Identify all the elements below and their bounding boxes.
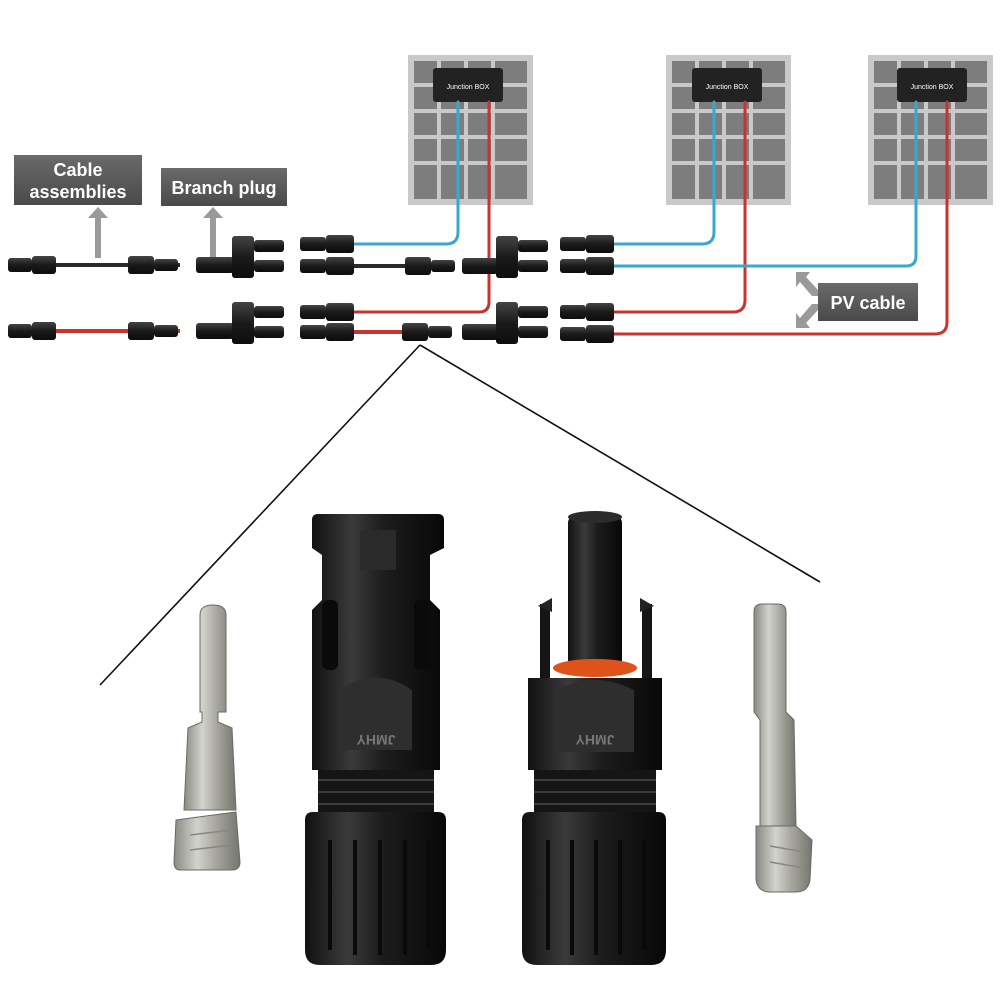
y-branch-connector-icon [462, 236, 548, 278]
y-branch-connector-icon [196, 236, 284, 278]
up-arrow-icon [203, 207, 223, 260]
negative-cable-panel-3 [610, 100, 918, 268]
mc4-connector-icon [300, 257, 354, 275]
mc4-connector-icon [560, 325, 614, 343]
y-branch-connector-icon [196, 302, 284, 344]
mc4-connector-icon [128, 322, 178, 340]
junction-box-label: Junction BOX [447, 84, 490, 91]
cable-assembly-red [8, 322, 180, 340]
mc4-connector-icon [402, 323, 452, 341]
pv-cables [350, 100, 949, 336]
mc4-connector-icon [300, 303, 354, 321]
junction-box-label: Junction BOX [911, 84, 954, 91]
junction-box-label: Junction BOX [706, 84, 749, 91]
mc4-connector-icon [8, 322, 56, 340]
branch-plug-label-text: Branch plug [171, 178, 276, 198]
cable-assembly-black [8, 256, 180, 274]
pv-cable-label: PV cable [818, 283, 918, 321]
mc4-connector-icon [560, 235, 614, 253]
metal-contact-pin-icon [173, 604, 241, 871]
mc4-connector-icon [128, 256, 178, 274]
double-arrow-icon [796, 272, 818, 328]
mc4-connector-icon [300, 323, 354, 341]
mc4-female-connector-icon: JMHY [305, 514, 446, 965]
branch-plug-label: Branch plug [161, 168, 287, 206]
junction-box-icon: Junction BOX [433, 68, 503, 102]
positive-cable-panel-2 [610, 100, 747, 314]
y-branch-connector-icon [462, 302, 548, 344]
metal-contact-socket-icon [753, 603, 813, 893]
mc4-connector-icon [405, 257, 455, 275]
female-housing-engraving: JMHY [356, 732, 396, 748]
solar-panel-2: Junction BOX [666, 55, 791, 205]
mc4-connector-icon [560, 303, 614, 321]
up-arrow-icon [88, 207, 108, 258]
mc4-connector-icon [8, 256, 56, 274]
male-housing-engraving: JMHY [575, 732, 615, 748]
mc4-male-connector-icon: JMHY [522, 511, 666, 965]
junction-box-icon: Junction BOX [692, 68, 762, 102]
mc4-connector-icon [560, 257, 614, 275]
junction-box-icon: Junction BOX [897, 68, 967, 102]
pv-cable-label-text: PV cable [830, 293, 905, 313]
cable-assemblies-label-line2: assemblies [29, 182, 126, 202]
mc4-connector-icon [300, 235, 354, 253]
solar-panel-3: Junction BOX [868, 55, 993, 205]
callout-lines [99, 344, 821, 686]
cable-assemblies-label-line1: Cable [53, 160, 102, 180]
solar-panel-1: Junction BOX [408, 55, 533, 205]
negative-cable-panel-2 [610, 100, 716, 246]
positive-cable-panel-1 [350, 100, 491, 314]
negative-cable-panel-1 [353, 100, 460, 246]
cable-assemblies-label: Cable assemblies [14, 155, 142, 205]
positive-cable-panel-3 [610, 100, 949, 336]
